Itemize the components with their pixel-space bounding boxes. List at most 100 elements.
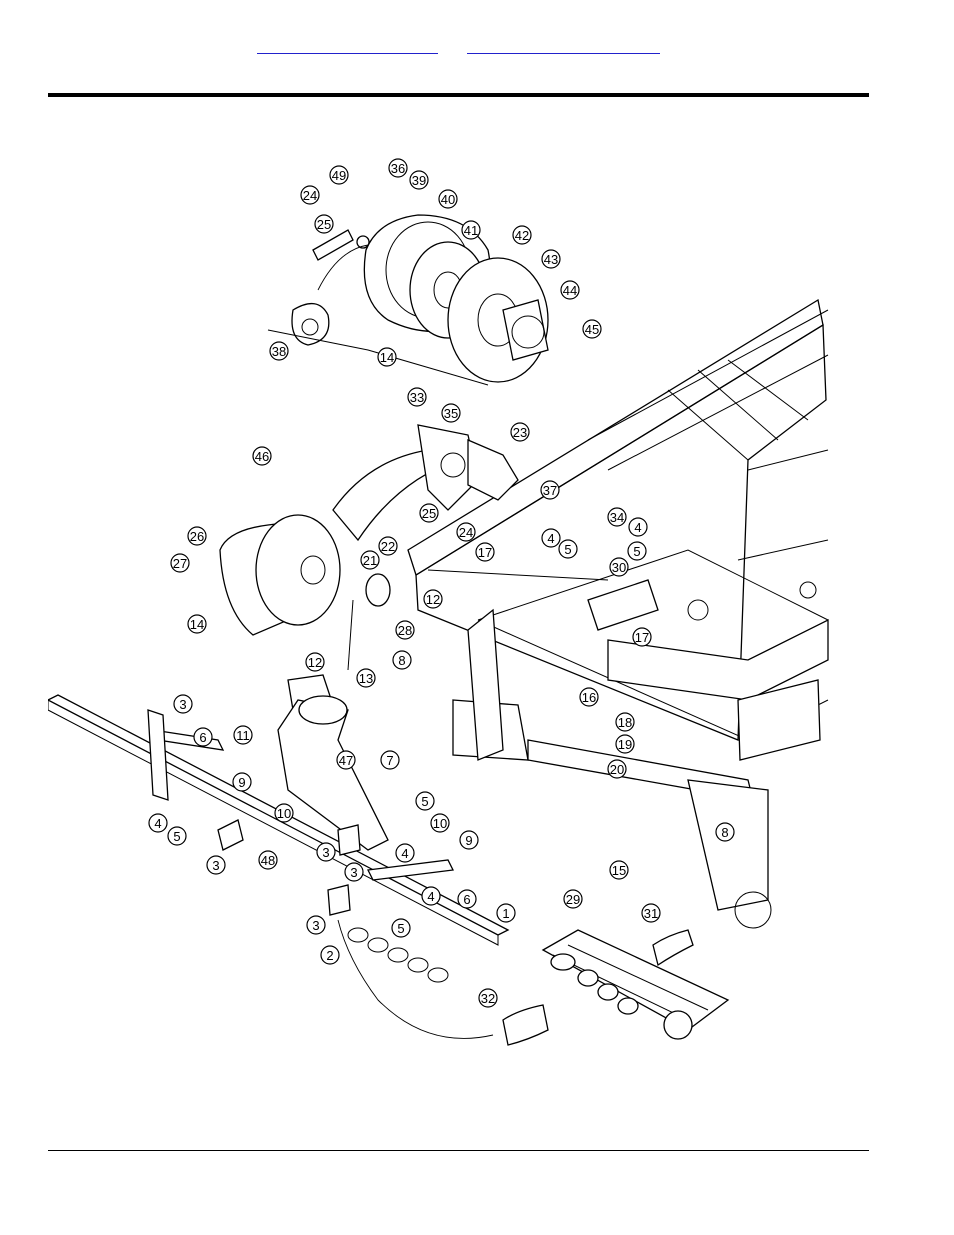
callout-number: 14 bbox=[190, 617, 204, 632]
callout-number: 25 bbox=[422, 506, 436, 521]
callout-circle bbox=[632, 627, 652, 647]
callout-14: 14 bbox=[187, 614, 207, 634]
callout-circle bbox=[615, 734, 635, 754]
callout-42: 42 bbox=[512, 225, 532, 245]
callout-number: 47 bbox=[339, 753, 353, 768]
callout-10: 10 bbox=[274, 803, 294, 823]
callout-21: 21 bbox=[360, 550, 380, 570]
callout-33: 33 bbox=[407, 387, 427, 407]
callout-number: 4 bbox=[547, 531, 554, 546]
callout-22: 22 bbox=[378, 536, 398, 556]
callout-number: 11 bbox=[236, 728, 250, 743]
callout-circle bbox=[419, 503, 439, 523]
callout-circle bbox=[423, 589, 443, 609]
callout-number: 6 bbox=[199, 730, 206, 745]
callout-circle bbox=[378, 536, 398, 556]
callout-18: 18 bbox=[615, 712, 635, 732]
callout-number: 45 bbox=[585, 322, 599, 337]
callout-number: 31 bbox=[644, 906, 658, 921]
callout-24: 24 bbox=[456, 522, 476, 542]
callout-number: 18 bbox=[618, 715, 632, 730]
callout-number: 21 bbox=[363, 553, 377, 568]
callout-29: 29 bbox=[563, 889, 583, 909]
callout-circle bbox=[607, 507, 627, 527]
callout-number: 3 bbox=[350, 865, 357, 880]
header-rule bbox=[48, 93, 869, 97]
callout-11: 11 bbox=[233, 725, 253, 745]
callout-circle bbox=[187, 526, 207, 546]
callout-25: 25 bbox=[419, 503, 439, 523]
callout-number: 25 bbox=[317, 217, 331, 232]
callout-37: 37 bbox=[540, 480, 560, 500]
callout-5: 5 bbox=[627, 541, 647, 561]
callout-number: 14 bbox=[380, 350, 394, 365]
callout-number: 37 bbox=[543, 483, 557, 498]
callout-number: 38 bbox=[272, 344, 286, 359]
callout-number: 6 bbox=[463, 892, 470, 907]
callout-number: 44 bbox=[563, 283, 577, 298]
callout-9: 9 bbox=[232, 772, 252, 792]
callout-circle bbox=[187, 614, 207, 634]
callout-circle bbox=[409, 170, 429, 190]
callout-4: 4 bbox=[628, 517, 648, 537]
callout-number: 4 bbox=[634, 520, 641, 535]
callout-number: 3 bbox=[179, 697, 186, 712]
callout-number: 32 bbox=[481, 991, 495, 1006]
callout-number: 40 bbox=[441, 192, 455, 207]
callout-circle bbox=[607, 759, 627, 779]
callout-12: 12 bbox=[305, 652, 325, 672]
callout-circle bbox=[512, 225, 532, 245]
callout-circle bbox=[496, 903, 516, 923]
callout-number: 49 bbox=[332, 168, 346, 183]
callout-14: 14 bbox=[377, 347, 397, 367]
callout-number: 29 bbox=[566, 892, 580, 907]
callout-36: 36 bbox=[388, 158, 408, 178]
callout-number: 10 bbox=[433, 816, 447, 831]
callout-circle bbox=[407, 387, 427, 407]
callout-3: 3 bbox=[206, 855, 226, 875]
callout-number: 2 bbox=[326, 948, 333, 963]
callout-41: 41 bbox=[461, 220, 481, 240]
callout-circle bbox=[300, 185, 320, 205]
callout-number: 8 bbox=[721, 825, 728, 840]
callout-circle bbox=[582, 319, 602, 339]
callout-number: 4 bbox=[401, 846, 408, 861]
callout-number: 30 bbox=[612, 560, 626, 575]
callout-circle bbox=[170, 553, 190, 573]
callout-27: 27 bbox=[170, 553, 190, 573]
callout-circle bbox=[392, 650, 412, 670]
callout-5: 5 bbox=[167, 826, 187, 846]
callout-6: 6 bbox=[457, 889, 477, 909]
callout-number: 27 bbox=[173, 556, 187, 571]
callout-circle bbox=[438, 189, 458, 209]
callout-circle bbox=[540, 480, 560, 500]
callout-number: 33 bbox=[410, 390, 424, 405]
callout-circle bbox=[430, 813, 450, 833]
callout-number: 15 bbox=[612, 863, 626, 878]
callout-15: 15 bbox=[609, 860, 629, 880]
callout-circle bbox=[395, 843, 415, 863]
callout-circle bbox=[641, 903, 661, 923]
callout-8: 8 bbox=[392, 650, 412, 670]
callout-number: 12 bbox=[308, 655, 322, 670]
callout-circle bbox=[388, 158, 408, 178]
callout-47: 47 bbox=[336, 750, 356, 770]
callout-circle bbox=[558, 539, 578, 559]
callout-8: 8 bbox=[715, 822, 735, 842]
callout-16: 16 bbox=[579, 687, 599, 707]
callout-circle bbox=[269, 341, 289, 361]
callout-number: 17 bbox=[478, 545, 492, 560]
nav-link-next[interactable] bbox=[467, 43, 660, 54]
callout-circle bbox=[391, 918, 411, 938]
callout-number: 39 bbox=[412, 173, 426, 188]
callout-number: 22 bbox=[381, 539, 395, 554]
callout-9: 9 bbox=[459, 830, 479, 850]
callout-number: 12 bbox=[426, 592, 440, 607]
callout-4: 4 bbox=[541, 528, 561, 548]
nav-link-previous[interactable] bbox=[257, 43, 438, 54]
callout-20: 20 bbox=[607, 759, 627, 779]
main-frame bbox=[407, 298, 829, 929]
callout-circle bbox=[615, 712, 635, 732]
callout-19: 19 bbox=[615, 734, 635, 754]
